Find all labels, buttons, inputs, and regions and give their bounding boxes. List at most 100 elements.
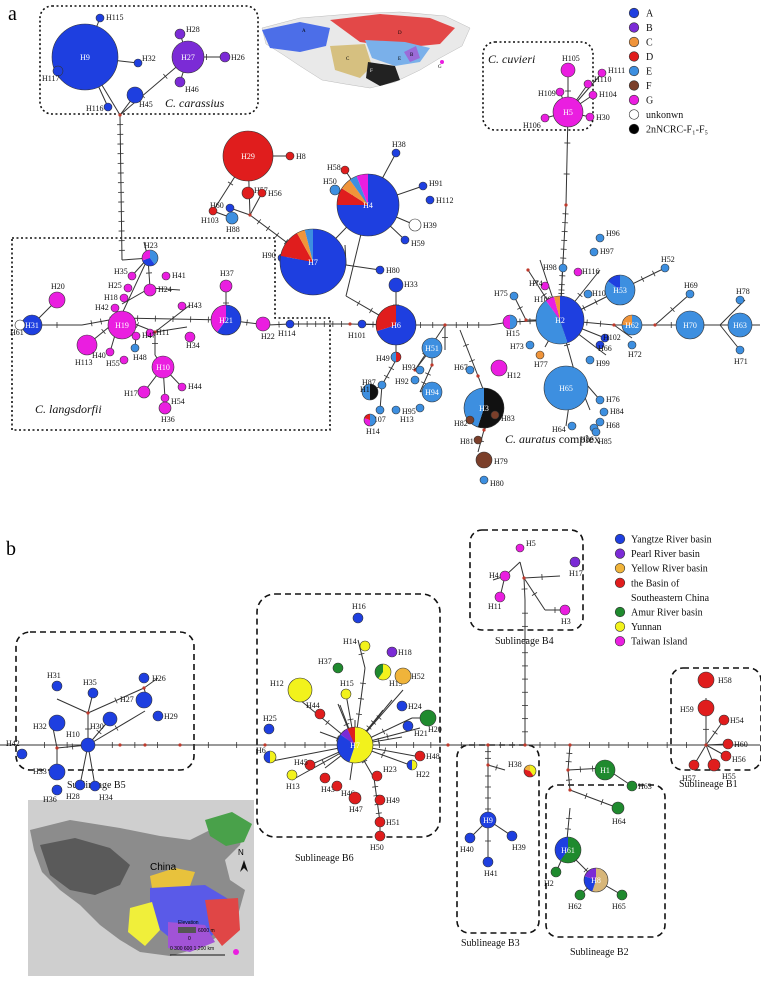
label-langsdorfii: C. langsdorfii — [35, 402, 102, 416]
a-node-h51: H51 — [421, 337, 443, 359]
legend-a-item: E — [628, 65, 652, 78]
a-node-h76: H76 — [595, 395, 620, 405]
map-elevation-high: 6000 m — [198, 928, 215, 934]
node-label: H74 — [529, 279, 543, 288]
legend-a-item: G — [628, 94, 653, 107]
a-node-h94: H94 — [421, 381, 443, 403]
label-b3: Sublineage B3 — [461, 938, 520, 949]
a-node-h58: H58 — [327, 163, 350, 175]
node-label: H116 — [86, 104, 103, 113]
legend-swatch — [614, 548, 626, 559]
a-node-h5: H5 — [552, 96, 584, 128]
node-label: H83 — [501, 414, 515, 423]
a-node-h30: H30 — [585, 112, 610, 122]
map-label-e: E — [398, 57, 401, 62]
legend-label: Amur River basin — [631, 608, 703, 619]
node-label: H28 — [66, 792, 80, 801]
b-median-vector — [568, 788, 572, 792]
node-label: H113 — [75, 358, 92, 367]
a-node-h67: H67 — [454, 363, 475, 375]
node-label: H60 — [734, 740, 748, 749]
b-median-vector — [704, 743, 708, 747]
node-label: H5 — [563, 108, 573, 117]
a-node-h37: H37 — [219, 269, 234, 293]
node-label: H51 — [386, 818, 400, 827]
b-node-h4: H4 — [489, 570, 511, 582]
map-north: N — [238, 848, 244, 857]
a-node-h82: H82 — [454, 415, 475, 428]
b-node-h12: H12 — [270, 677, 313, 703]
elevation-ramp — [178, 927, 196, 933]
map-label-b: B — [410, 53, 414, 58]
legend-a-item: B — [628, 22, 653, 34]
a-node-h101: H101 — [348, 319, 367, 340]
b-edge — [522, 600, 528, 745]
a-node-h79: H79 — [475, 451, 508, 469]
node-label: H73 — [510, 342, 524, 351]
a-node-h102: H102 — [600, 333, 621, 343]
a-node-h55: H55 — [106, 355, 129, 368]
a-node-h2: H2 — [535, 295, 585, 345]
a-node-h26: H26 — [219, 51, 245, 63]
node-label: H17 — [569, 569, 583, 578]
node-label: H117 — [42, 74, 59, 83]
node-label: H58 — [718, 676, 732, 685]
b-edge — [143, 677, 159, 689]
node-label: H10 — [66, 730, 80, 739]
node-label: H15 — [506, 329, 520, 338]
b-median-vector — [143, 743, 147, 747]
legend-a-item: D — [628, 51, 653, 63]
legend-label: E — [646, 67, 652, 78]
a-node-h15: H15 — [502, 314, 520, 338]
b-node-h23: H23 — [371, 765, 397, 782]
node-label: H59 — [680, 705, 694, 714]
b-node-h33: H33 — [33, 763, 66, 781]
a-node-h105: H105 — [560, 54, 580, 78]
a-node-h74: H74 — [529, 279, 550, 291]
legend-swatch — [614, 621, 626, 632]
a-node-h35: H35 — [114, 267, 137, 281]
legend-swatch — [628, 80, 640, 91]
node-label: H71 — [734, 357, 748, 366]
legend-label: Southeastern China — [631, 593, 710, 604]
b-node-h39: H39 — [506, 830, 526, 852]
a-node-h17: H17 — [124, 385, 151, 399]
b-node-h38: H38 — [508, 760, 537, 778]
a-node-h43: H43 — [177, 301, 202, 311]
b-node-h5: H5 — [515, 539, 536, 553]
b-median-vector — [178, 743, 182, 747]
legend-a-item: unkonwn — [628, 109, 683, 121]
node-label: H70 — [683, 321, 697, 330]
node-label: H40 — [460, 845, 474, 854]
b-median-vector — [55, 746, 59, 750]
node-label: H53 — [613, 286, 627, 295]
a-edge — [381, 359, 397, 386]
node-label: H79 — [494, 457, 508, 466]
node-label: H52 — [661, 255, 675, 264]
b-node-h48: H48 — [414, 750, 440, 762]
node-label: H54 — [730, 716, 744, 725]
a-edge — [613, 324, 633, 339]
node-label: H65 — [559, 384, 573, 393]
b-node-h6: H6 — [256, 746, 277, 764]
a-node-h60: H60 — [210, 201, 235, 213]
node-label: H31 — [47, 671, 61, 680]
b-edge — [448, 742, 488, 748]
a-node-h14: H14 — [363, 413, 380, 436]
legend-label: Yangtze River basin — [631, 535, 712, 546]
b-node-h3: H3 — [559, 604, 571, 626]
node-label: H10 — [156, 363, 170, 372]
a-node-h50: H50 — [323, 177, 341, 196]
b-edge — [180, 742, 265, 748]
b-node-h60: H60 — [722, 738, 748, 750]
node-label: H40 — [92, 351, 106, 360]
b-edge — [488, 742, 525, 748]
b-node-h51: H51 — [374, 816, 400, 828]
legend-a-item: C — [628, 36, 653, 49]
b-node-h28: H28 — [66, 779, 86, 801]
label-b2: Sublineage B2 — [570, 947, 629, 958]
a-node-h114: H114 — [278, 319, 295, 338]
a-node-h21: H21 — [210, 304, 242, 336]
a-node-h28: H28 — [174, 25, 200, 40]
a-node-h103: H103 — [201, 206, 219, 225]
